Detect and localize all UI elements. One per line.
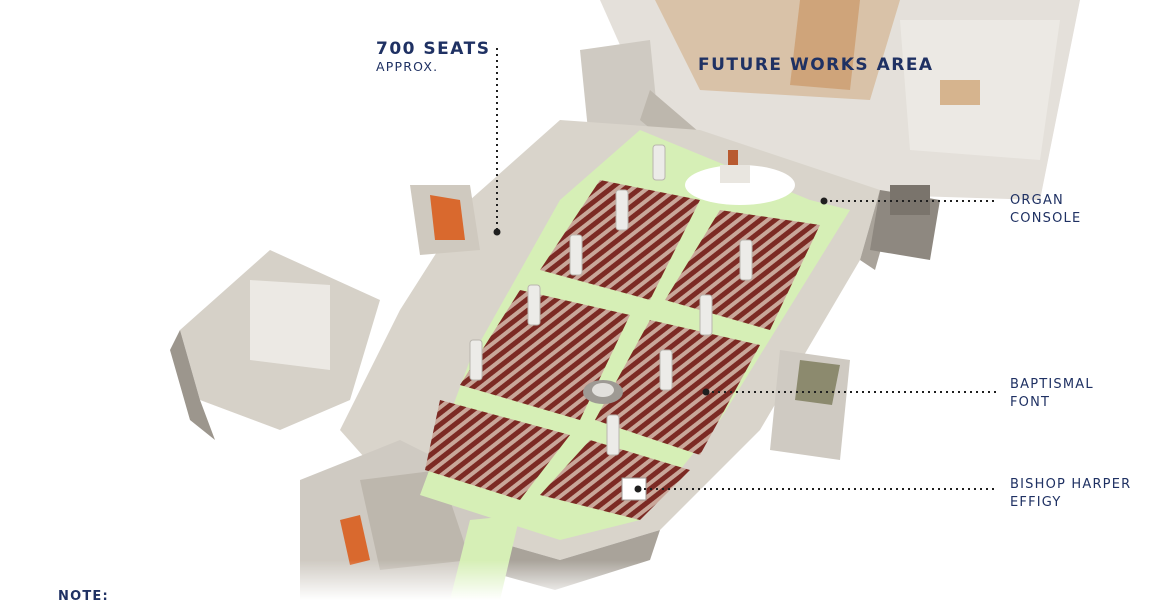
- note-text: NOTE:: [58, 589, 109, 600]
- future-works-label: FUTURE WORKS AREA: [698, 56, 934, 74]
- seats-label: 700 SEATS APPROX.: [376, 40, 490, 76]
- bishop-harper-effigy: [621, 477, 647, 501]
- baptismal-font-label: BAPTISMAL FONT: [1010, 376, 1094, 412]
- font-line2: FONT: [1010, 395, 1051, 410]
- left-chapels: [170, 185, 480, 440]
- effigy-line2: EFFIGY: [1010, 495, 1062, 510]
- bishop-harper-effigy-label: BISHOP HARPER EFFIGY: [1010, 476, 1131, 512]
- seats-approx: APPROX.: [376, 59, 439, 74]
- effigy-line1: BISHOP HARPER: [1010, 477, 1132, 492]
- future-works-text: FUTURE WORKS AREA: [698, 55, 934, 75]
- organ-line2: CONSOLE: [1010, 211, 1082, 226]
- columns: [469, 144, 753, 456]
- organ-line1: ORGAN: [1010, 193, 1064, 208]
- note-label: NOTE:: [58, 588, 109, 600]
- sanctuary: [685, 150, 795, 205]
- right-chapels: [770, 350, 850, 460]
- font-line1: BAPTISMAL: [1010, 377, 1094, 392]
- leader-dots: [493, 197, 828, 493]
- organ-console-label: ORGAN CONSOLE: [1010, 192, 1081, 228]
- seats-count: 700 SEATS: [376, 39, 491, 59]
- leader-lines: [496, 48, 998, 490]
- baptismal-font: [583, 380, 623, 404]
